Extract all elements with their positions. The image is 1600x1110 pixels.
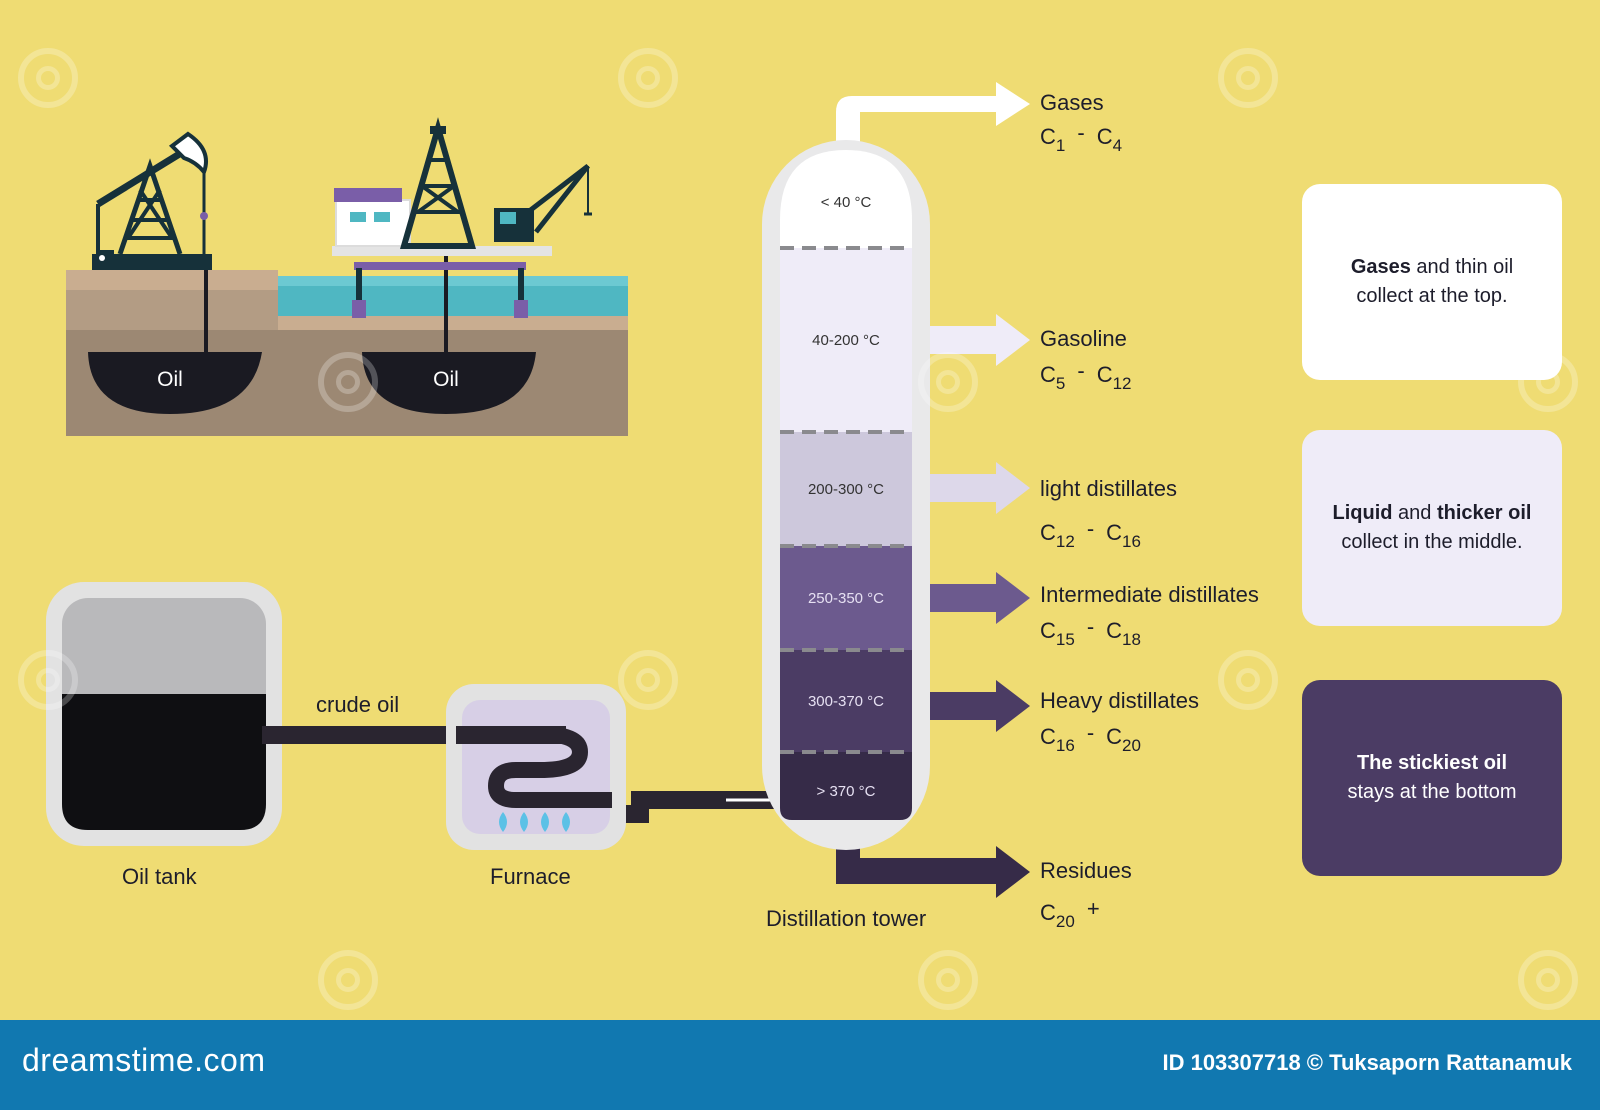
tower-stage-temp: 300-370 °C [808, 693, 884, 710]
brand-logo[interactable]: dreamstime.com [22, 1042, 266, 1078]
formula-intermediate: C15-C18 [1040, 614, 1141, 649]
watermark-icon [1218, 650, 1278, 710]
footer-bar: dreamstime.com ID 103307718 © Tuksaporn … [0, 1020, 1600, 1110]
formula-residues: C20+ [1040, 896, 1100, 931]
tower-stage-1 [780, 248, 912, 432]
watermark-icon [18, 650, 78, 710]
fraction-arrow-5 [836, 820, 1030, 898]
tower-stage-3 [780, 546, 912, 650]
tower-stage-temp: 40-200 °C [812, 332, 880, 349]
flame-icon [499, 812, 570, 832]
fraction-name-heavy: Heavy distillates [1040, 688, 1199, 713]
crude-oil-label: crude oil [316, 692, 400, 717]
watermark-icon [618, 48, 678, 108]
oil-reservoir-right [362, 352, 536, 414]
tower-label: Distillation tower [766, 906, 927, 931]
watermark-icon [1518, 950, 1578, 1010]
watermark-icon [18, 48, 78, 108]
furnace-coil [487, 726, 612, 808]
seabed [278, 316, 628, 330]
fraction-arrow-4 [912, 680, 1030, 732]
formula-gases: C1-C4 [1040, 120, 1123, 155]
fraction-name-intermediate: Intermediate distillates [1040, 582, 1259, 607]
watermark-icon [618, 650, 678, 710]
fraction-arrow-0 [836, 82, 1030, 150]
tower-stage-0 [780, 150, 912, 248]
fraction-arrows [836, 82, 1030, 898]
fraction-name-gasoline: Gasoline [1040, 326, 1127, 351]
info-box-top: Gases and thin oil collect at the top. [1302, 184, 1562, 380]
tower-stage-temp: 250-350 °C [808, 590, 884, 607]
diagram-stage: Oil Oil [18, 48, 1578, 1010]
furnace [446, 684, 626, 850]
oil-reservoir-left [88, 352, 262, 414]
formula-heavy: C16-C20 [1040, 720, 1141, 755]
soil-layer [66, 290, 278, 330]
tower-stage-temp: > 370 °C [817, 783, 876, 800]
reservoir-label-left: Oil [157, 368, 183, 391]
watermark-icon [318, 950, 378, 1010]
watermark-icon [918, 352, 978, 412]
watermark-icon [1218, 48, 1278, 108]
fraction-name-light: light distillates [1040, 476, 1177, 501]
tower-stage-4 [780, 650, 912, 752]
watermark-icon [918, 950, 978, 1010]
tower-stage-5 [780, 752, 912, 820]
fraction-arrow-3 [912, 572, 1030, 624]
watermark-icon [1518, 352, 1578, 412]
furnace-label: Furnace [490, 864, 571, 889]
oil-tank [46, 582, 282, 846]
tower-stage-2 [780, 432, 912, 546]
fraction-name-residues: Residues [1040, 858, 1132, 883]
formula-gasoline: C5-C12 [1040, 358, 1132, 393]
offshore-platform-icon [332, 117, 592, 318]
formula-light: C12-C16 [1040, 516, 1141, 551]
pump-jack-icon [92, 131, 212, 270]
reservoir-label-right: Oil [433, 368, 459, 391]
image-credit: ID 103307718 © Tuksaporn Rattanamuk [1162, 1050, 1572, 1075]
tower-stage-temp: < 40 °C [821, 194, 872, 211]
watermark-icon [318, 352, 378, 412]
distillation-tower: < 40 °C 40-200 °C 200-300 °C 250-350 °C 300-… [762, 140, 930, 850]
oil-tank-oil [62, 694, 266, 830]
fraction-name-gases: Gases [1040, 90, 1104, 115]
info-box-bottom: The stickiest oil stays at the bottom [1302, 680, 1562, 876]
oil-field-scene: Oil Oil [66, 117, 628, 436]
info-box-middle: Liquid and thicker oil collect in the mi… [1302, 430, 1562, 626]
sea-surface [278, 276, 628, 286]
diagram-svg: Oil Oil [46, 82, 1030, 898]
tower-stages: < 40 °C 40-200 °C 200-300 °C 250-350 °C 300-… [780, 150, 912, 820]
fraction-arrow-2 [912, 462, 1030, 514]
oil-tank-label: Oil tank [122, 864, 197, 889]
tower-stage-temp: 200-300 °C [808, 481, 884, 498]
